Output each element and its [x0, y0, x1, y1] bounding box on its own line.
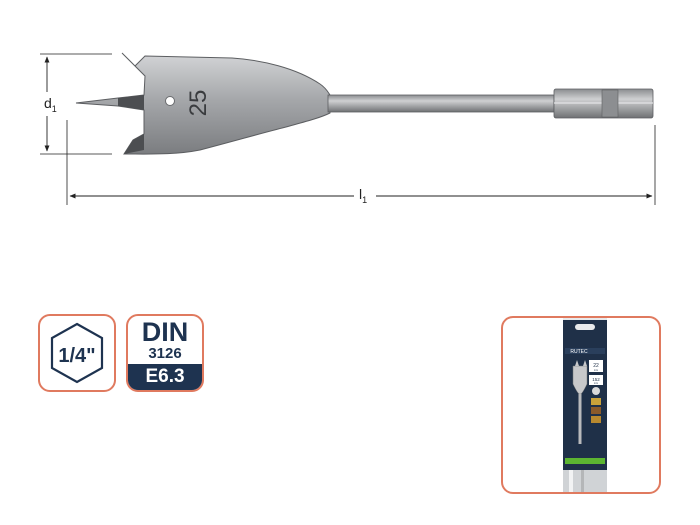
dimension-d1: d1 [38, 53, 112, 155]
l1-label: l1 [359, 186, 367, 205]
drill-cutter-edge [124, 134, 144, 154]
hex-shank-label: 1/4" [58, 345, 95, 367]
din-label: DIN [141, 317, 189, 347]
package-illustration: RUTEC 22 mm 152 mm [563, 318, 607, 492]
package-size-top-unit: mm [594, 369, 598, 372]
package-size-length: 152 [592, 377, 600, 382]
din-top: DIN 3126 [128, 316, 202, 364]
din-class: E6.3 [128, 364, 202, 390]
d1-label: d1 [44, 95, 57, 114]
hex-shank-badge: 1/4" [38, 314, 116, 392]
hex-groove [601, 89, 619, 118]
dimension-l1: l1 [66, 120, 656, 208]
package-image: RUTEC 22 mm 152 mm [501, 316, 661, 494]
drill-shank [327, 94, 555, 113]
hexagon-icon: 1/4" [50, 322, 104, 384]
drill-bit: 25 [75, 52, 654, 155]
blade-hole [165, 96, 175, 106]
drill-blade [75, 52, 331, 155]
package-size-top: 22 [593, 363, 599, 369]
package-size-length-unit: mm [594, 382, 598, 385]
technical-drawing: 25 d1 l1 [38, 52, 656, 208]
package-card [563, 320, 607, 470]
blade-size-label: 25 [185, 90, 212, 117]
drill-tip-bevel [118, 95, 144, 110]
din-number: 3126 [148, 345, 182, 362]
din-standard-badge: DIN 3126 E6.3 [126, 314, 204, 392]
package-brand: RUTEC [570, 349, 588, 355]
